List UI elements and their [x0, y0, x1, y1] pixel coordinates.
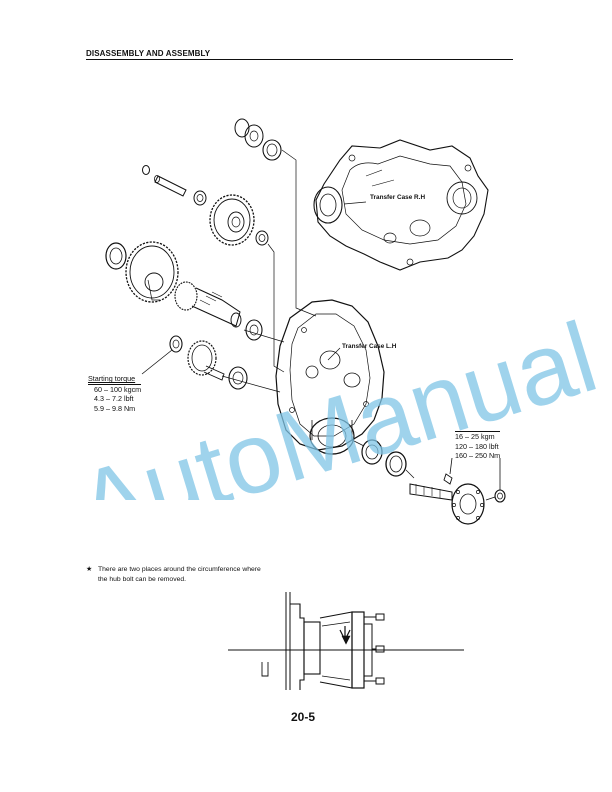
note-bullet: ★ — [86, 566, 93, 573]
flange-torque-kgm: 16 – 25 kgm — [455, 431, 501, 442]
o-ring — [142, 165, 150, 175]
small-gear-top — [234, 118, 264, 148]
transfer-case-lh — [275, 299, 385, 455]
hub-bolts-detail — [364, 613, 385, 685]
starting-torque-kgcm: 60 – 100 kgcm — [88, 383, 142, 395]
flange-torque-nm: 160 – 250 Nm — [455, 451, 501, 461]
hub-removal-arrow — [341, 635, 351, 645]
output-bearing — [361, 439, 383, 465]
starting-torque-title: Starting torque — [88, 374, 136, 383]
large-drive-gear — [125, 241, 179, 303]
bearing-starting-torque — [169, 335, 183, 353]
bearing-center — [245, 319, 263, 341]
transfer-case-lh-label: Transfer Case L.H — [342, 343, 397, 350]
header-rule — [86, 59, 513, 60]
transfer-case-rh — [313, 139, 489, 271]
page-header: DISASSEMBLY AND ASSEMBLY — [86, 49, 211, 58]
starting-torque-lbft: 4.3 – 7.2 lbft — [94, 394, 134, 404]
output-flange-shaft — [409, 483, 485, 525]
hub-bolt-leader — [449, 457, 453, 475]
starting-torque-leader — [141, 349, 173, 375]
starting-torque-callout: Starting torque 60 – 100 kgcm 4.3 – 7.2 … — [88, 374, 142, 413]
helical-gear-shaft — [174, 281, 242, 328]
bearing-left — [105, 242, 127, 270]
bearing-small-1 — [193, 190, 207, 206]
hub-bolt-note: ★ There are two places around the circum… — [86, 565, 346, 585]
note-line-2: the hub bolt can be removed. — [98, 575, 187, 583]
flange-torque-callout: 16 – 25 kgm 120 – 180 lbft 160 – 250 Nm — [455, 431, 501, 461]
assembly-leader-lines — [221, 149, 496, 501]
flange-nut — [494, 489, 506, 503]
hub-bolt — [443, 473, 453, 485]
bearing-right — [255, 230, 269, 246]
flange-torque-lbft: 120 – 180 lbft — [455, 441, 499, 451]
bearing-lower — [228, 366, 248, 390]
starting-torque-nm: 5.9 – 9.8 Nm — [94, 403, 136, 413]
page-number: 20-5 — [291, 710, 316, 724]
idler-shaft — [154, 175, 187, 197]
idler-gear — [209, 194, 255, 246]
transfer-case-rh-label: Transfer Case R.H — [370, 194, 426, 201]
hub-removal-detail — [228, 592, 464, 690]
bearing-top — [262, 139, 282, 161]
note-line-1: There are two places around the circumfe… — [98, 566, 261, 573]
output-gear — [187, 340, 225, 381]
oil-seal — [385, 451, 407, 477]
